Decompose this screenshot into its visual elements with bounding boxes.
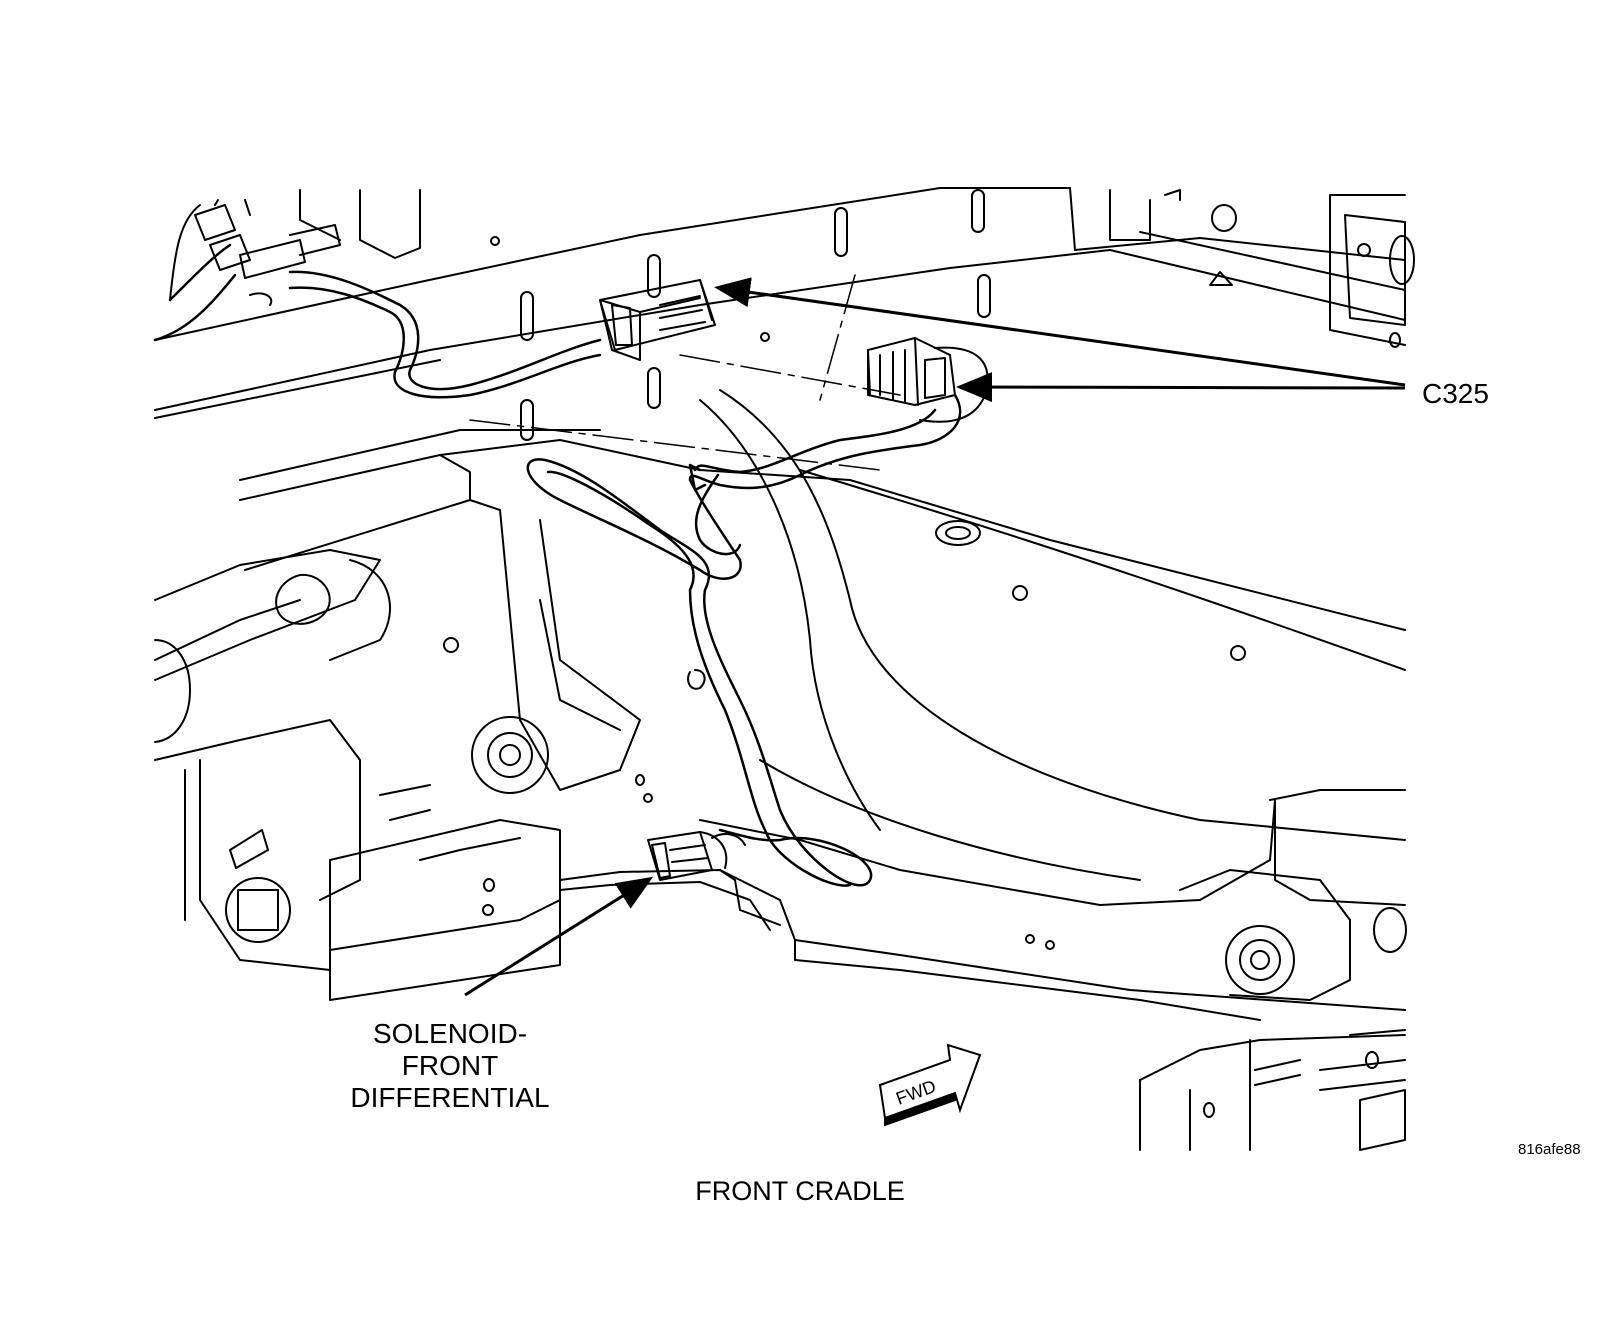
solenoid-label-line-1: SOLENOID- <box>372 1018 528 1049</box>
upper-left-connectors <box>169 199 341 306</box>
solenoid-connector <box>647 831 746 881</box>
solenoid-label: SOLENOID- FRONT DIFFERENTIAL <box>330 1018 570 1114</box>
right-lower-bracket <box>1139 789 1407 1151</box>
fwd-arrow-icon: FWD <box>878 1043 982 1127</box>
alignment-lines <box>469 274 901 471</box>
c325-connector-right <box>867 337 989 423</box>
lower-cradle-beam <box>559 799 1406 1021</box>
c325-arrow-lower <box>956 372 1406 403</box>
c325-label: C325 <box>1422 378 1489 409</box>
upper-frame-rail <box>154 187 1415 441</box>
solenoid-label-line-3: DIFFERENTIAL <box>350 1082 550 1113</box>
solenoid-label-line-2: FRONT <box>401 1050 499 1081</box>
figure-caption: FRONT CRADLE <box>695 1176 905 1206</box>
callout-arrows <box>464 277 1406 997</box>
c325-connector-left <box>599 279 716 361</box>
figure-code: 816afe88 <box>1518 1141 1581 1158</box>
center-mount <box>469 499 706 803</box>
wiring-harness-upper <box>153 243 602 399</box>
left-frame-bracket <box>154 549 561 1001</box>
c325-arrow-upper <box>714 277 1406 387</box>
solenoid-arrow <box>464 876 654 997</box>
wiring-harness-main <box>526 393 962 887</box>
